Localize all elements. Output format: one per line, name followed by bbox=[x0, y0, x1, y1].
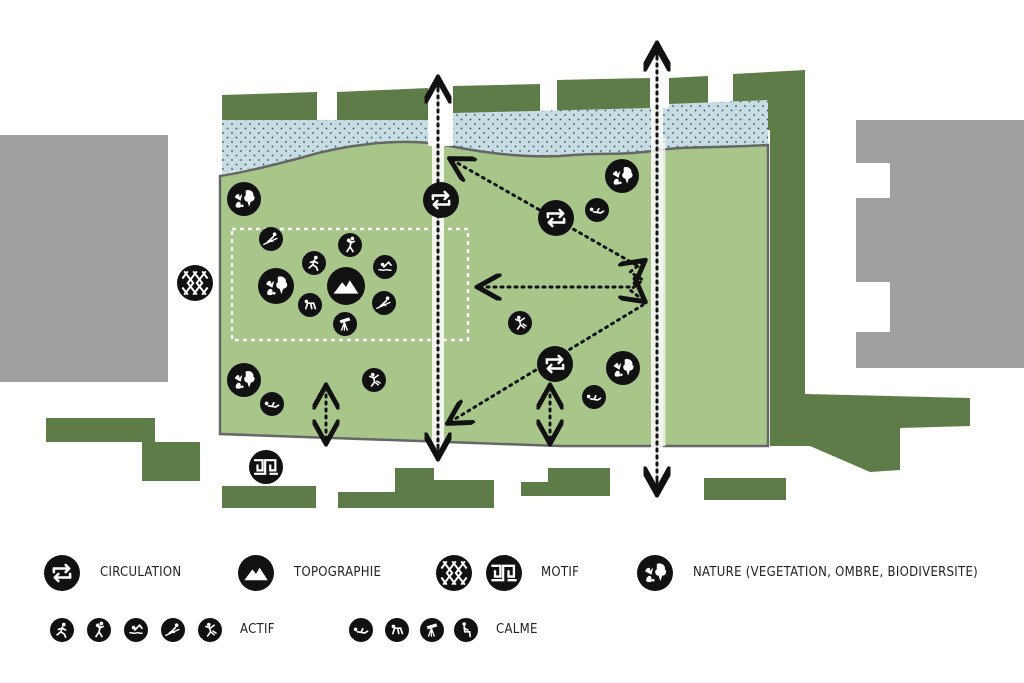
crawling-person-icon bbox=[298, 293, 322, 317]
activity-zone bbox=[230, 227, 470, 342]
bird-tree-icon bbox=[227, 363, 261, 397]
legend-crawling-person-icon bbox=[385, 618, 409, 642]
park-lawn bbox=[218, 140, 770, 448]
legend-bird-tree-icon bbox=[637, 555, 673, 591]
circulation-arrows-icon bbox=[537, 346, 573, 382]
bird-tree-icon bbox=[605, 159, 639, 193]
hedges-top bbox=[222, 70, 970, 472]
legend-topographie-label: TOPOGRAPHIE bbox=[294, 565, 382, 580]
water-strip bbox=[222, 100, 768, 174]
lying-person-icon bbox=[585, 198, 609, 222]
climber-icon bbox=[508, 311, 532, 335]
building-right bbox=[856, 120, 1024, 368]
legend-lying-person-icon bbox=[349, 618, 373, 642]
legend-circulation-label: CIRCULATION bbox=[100, 565, 182, 580]
swimmer-icon bbox=[373, 255, 397, 279]
legend-diamond-lattice-icon bbox=[436, 555, 472, 591]
legend-actif-label: ACTIF bbox=[240, 622, 275, 637]
legend bbox=[44, 555, 673, 642]
legend-skier-icon bbox=[161, 618, 185, 642]
hedges-bottom bbox=[46, 418, 786, 508]
circulation-arrows-icon bbox=[423, 182, 459, 218]
runner-icon bbox=[302, 251, 326, 275]
legend-runner-icon bbox=[50, 618, 74, 642]
bird-tree-icon bbox=[258, 268, 294, 304]
legend-circulation-icon bbox=[44, 555, 80, 591]
telescope-icon bbox=[333, 312, 357, 336]
bird-tree-icon bbox=[606, 351, 640, 385]
skier-icon bbox=[259, 227, 283, 251]
diamond-lattice-icon bbox=[177, 265, 213, 301]
legend-mountain-icon bbox=[238, 555, 274, 591]
circulation-arrows-icon bbox=[538, 200, 574, 236]
skier-icon bbox=[372, 291, 396, 315]
legend-nature-label: NATURE (VEGETATION, OMBRE, BIODIVERSITE) bbox=[693, 565, 979, 580]
map-icons bbox=[177, 159, 640, 484]
map bbox=[0, 46, 1024, 508]
lying-person-icon bbox=[260, 392, 284, 416]
legend-telescope-icon bbox=[420, 618, 444, 642]
legend-meander-icon bbox=[486, 555, 522, 591]
legend-climber-icon bbox=[198, 618, 222, 642]
legend-swimmer-icon bbox=[124, 618, 148, 642]
mountain-icon bbox=[327, 267, 365, 305]
legend-sitting-person-icon bbox=[454, 618, 478, 642]
building-left bbox=[0, 135, 168, 382]
climber-icon bbox=[362, 368, 386, 392]
legend-motif-label: MOTIF bbox=[541, 565, 580, 580]
legend-basketball-icon bbox=[87, 618, 111, 642]
meander-icon bbox=[249, 450, 283, 484]
legend-calme-label: CALME bbox=[496, 622, 538, 637]
bird-tree-icon bbox=[227, 182, 261, 216]
lying-person-icon bbox=[582, 385, 606, 409]
basketball-icon bbox=[338, 233, 362, 257]
